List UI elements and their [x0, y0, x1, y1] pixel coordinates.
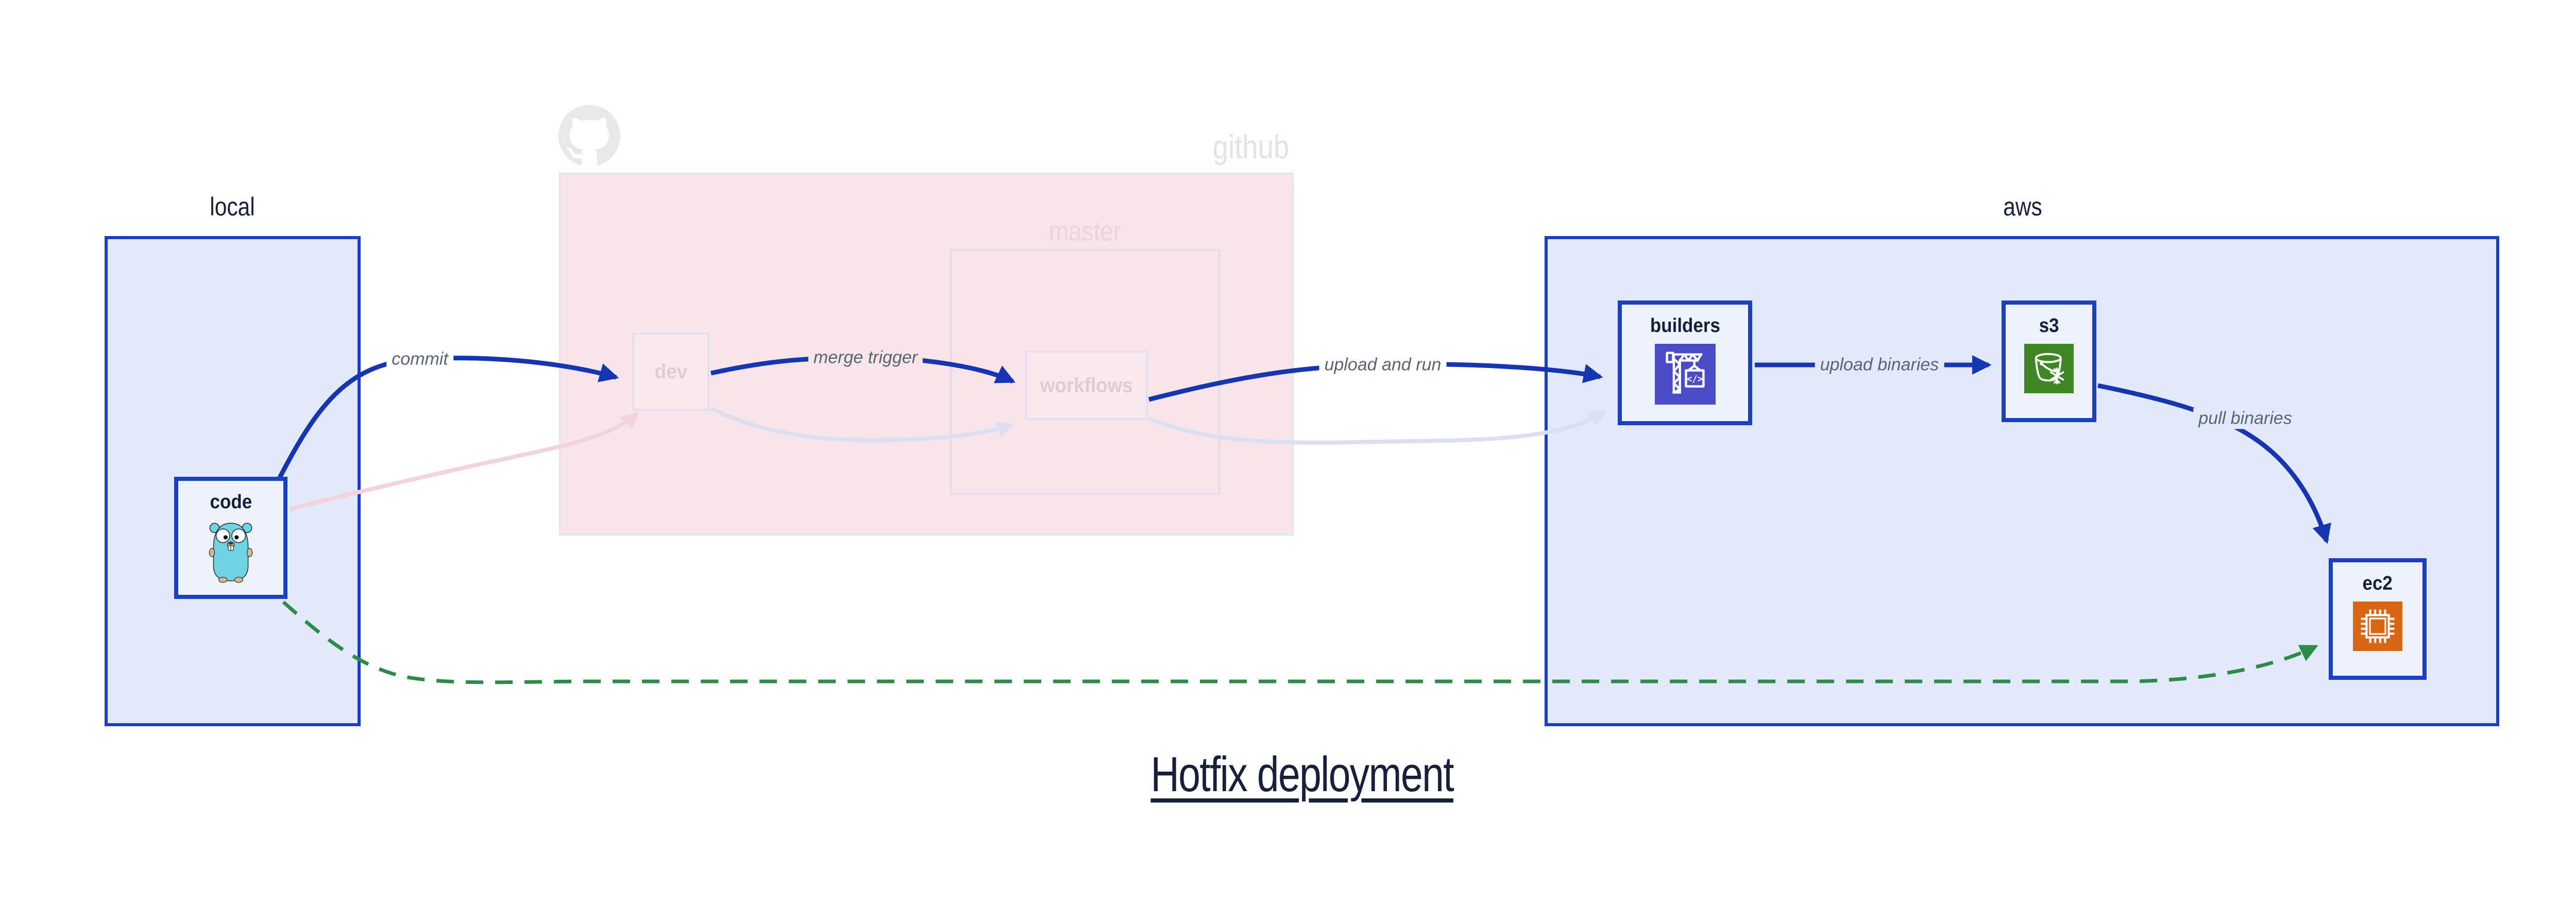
node-s3-label: s3 [2039, 315, 2059, 337]
local-group-label: local [210, 192, 255, 221]
aws-group-label: aws [2003, 192, 2042, 221]
edge-hotfix-path [282, 600, 2318, 684]
aws-ec2-chip-icon [2353, 602, 2402, 651]
node-builders-label: builders [1650, 315, 1720, 337]
master-group-label: master [1048, 216, 1122, 247]
edge-label-merge-trigger: merge trigger [808, 347, 923, 369]
node-code: code [174, 477, 287, 599]
edge-commit [274, 356, 619, 485]
node-code-label: code [210, 491, 252, 513]
aws-codebuild-crane-icon: </> [1654, 344, 1716, 405]
github-group-label: github [1212, 128, 1290, 165]
node-dev-label: dev [654, 360, 687, 383]
edge-label-commit: commit [386, 348, 453, 370]
node-workflows: workflows [1025, 350, 1148, 420]
edge-label-upload-binaries: upload binaries [1815, 354, 1944, 376]
node-ec2: ec2 [2329, 558, 2427, 680]
edge-dev-workflows-faded [710, 406, 1014, 443]
diagram-title: Hotfix deployment [1150, 747, 1454, 802]
node-s3: s3 [2002, 300, 2096, 422]
aws-s3-glacier-bucket-icon [2024, 344, 2074, 393]
edge-label-pull-binaries: pull binaries [2193, 408, 2297, 429]
node-workflows-label: workflows [1040, 374, 1133, 397]
diagram-title-wrap: Hotfix deployment [0, 746, 2576, 803]
codebuild-code-glyph: </> [1686, 374, 1703, 385]
go-gopher-icon [209, 523, 253, 583]
node-builders: builders </> [1618, 300, 1752, 425]
edge-workflows-builders-faded [1148, 409, 1607, 445]
master-group-box [950, 249, 1221, 495]
edge-code-dev-faded [289, 411, 639, 511]
node-dev: dev [632, 332, 709, 411]
github-octocat-icon [558, 105, 620, 165]
edge-pull-binaries [2097, 383, 2331, 544]
edge-label-upload-and-run: upload and run [1319, 354, 1447, 376]
node-ec2-label: ec2 [2362, 573, 2393, 594]
